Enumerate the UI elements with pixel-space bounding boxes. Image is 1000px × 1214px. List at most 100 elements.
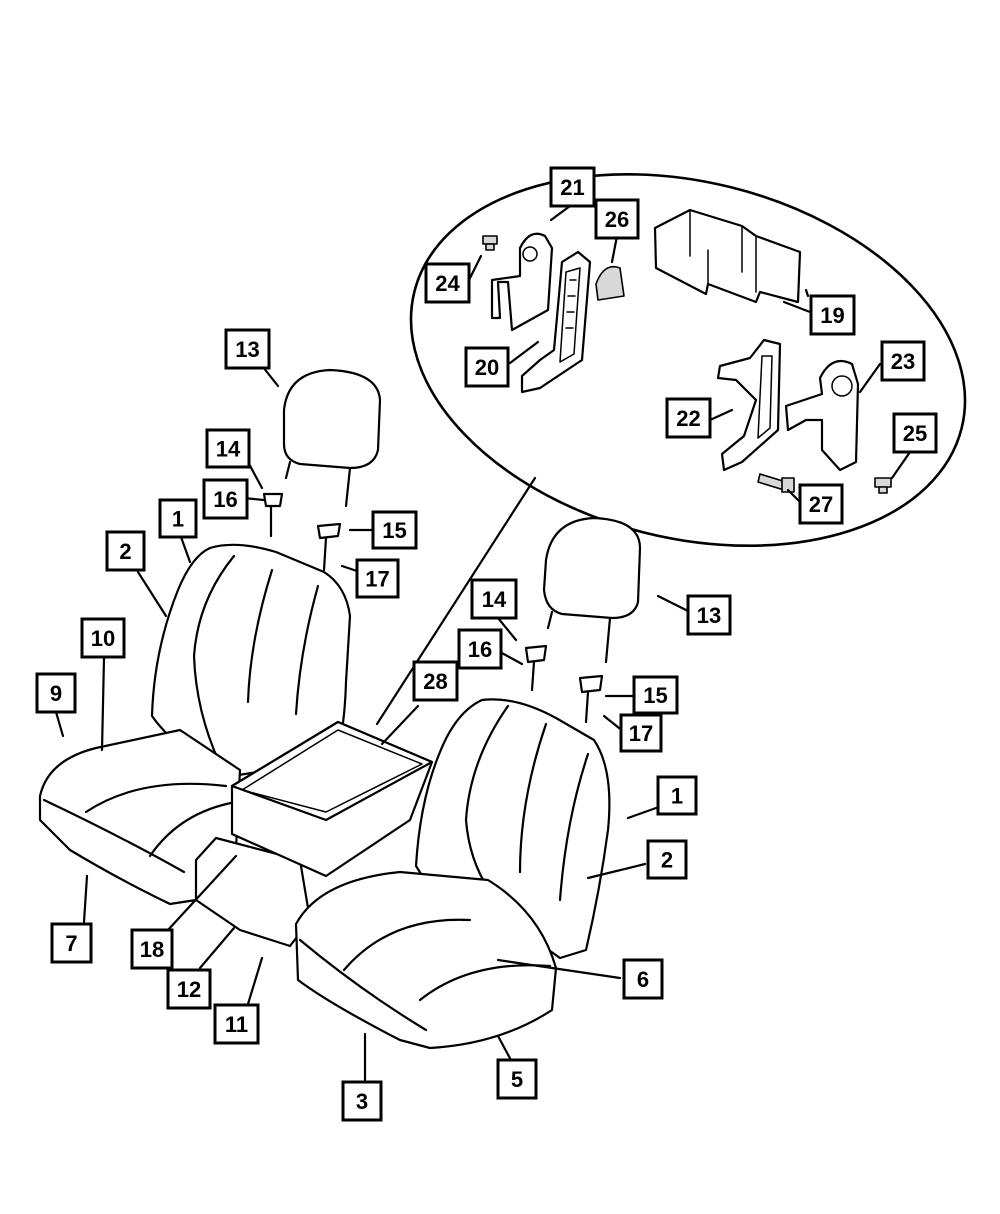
- part-27-bolt: [757, 473, 795, 493]
- callout-box: [166, 968, 212, 1010]
- callout-box: [594, 198, 640, 240]
- callout-2: 2: [646, 839, 688, 880]
- callout-box: [686, 594, 732, 636]
- callout-box: [202, 478, 249, 520]
- part-22-track: [716, 338, 782, 472]
- callout-number: 28: [423, 669, 447, 694]
- callout-number: 19: [820, 303, 844, 328]
- callout-17: 17: [355, 558, 400, 599]
- callout-14: 14: [470, 578, 518, 620]
- callout-box: [371, 510, 418, 550]
- callout-number: 1: [172, 507, 184, 532]
- callout-11: 11: [213, 1003, 260, 1045]
- callout-number: 15: [643, 683, 667, 708]
- callout-box: [622, 958, 664, 1000]
- guides-left: [262, 492, 342, 572]
- callout-number: 20: [475, 355, 499, 380]
- leader-lines: [54, 204, 912, 1082]
- guides-right: [524, 644, 604, 724]
- callout-number: 23: [891, 349, 915, 374]
- callout-number: 27: [809, 492, 833, 517]
- callout-box: [880, 340, 926, 382]
- callout-5: 5: [496, 1058, 538, 1100]
- part-20-track: [520, 250, 592, 394]
- headrest-right: [542, 516, 642, 664]
- callout-12: 12: [166, 968, 212, 1010]
- callout-box: [464, 346, 510, 388]
- callout-number: 9: [50, 681, 62, 706]
- callout-27: 27: [798, 483, 844, 525]
- callout-19: 19: [809, 294, 856, 336]
- armrest-lid: [230, 720, 434, 878]
- callout-box: [809, 294, 856, 336]
- part-25-screw: [874, 477, 892, 494]
- callout-number: 10: [91, 626, 115, 651]
- callout-number: 16: [213, 487, 237, 512]
- callout-number: 18: [140, 937, 164, 962]
- callout-2: 2: [105, 530, 146, 572]
- callout-box: [619, 713, 663, 753]
- callout-box: [424, 262, 471, 304]
- callout-16: 16: [457, 628, 503, 670]
- callout-number: 17: [365, 567, 389, 592]
- callout-24: 24: [424, 262, 471, 304]
- callout-box: [892, 412, 938, 454]
- callout-13: 13: [686, 594, 732, 636]
- callout-box: [470, 578, 518, 620]
- part-23-cover: [784, 360, 860, 472]
- callout-box: [130, 928, 174, 970]
- callout-box: [105, 530, 146, 572]
- callout-14: 14: [205, 428, 251, 469]
- callout-box: [205, 428, 251, 469]
- part-21-cover: [490, 232, 554, 332]
- callout-15: 15: [632, 675, 679, 715]
- callout-25: 25: [892, 412, 938, 454]
- callout-17: 17: [619, 713, 663, 753]
- callout-box: [496, 1058, 538, 1100]
- callout-26: 26: [594, 198, 640, 240]
- callout-number: 22: [676, 406, 700, 431]
- callout-box: [632, 675, 679, 715]
- callout-number: 6: [637, 967, 649, 992]
- callout-box: [646, 839, 688, 880]
- callout-box: [798, 483, 844, 525]
- callout-number: 24: [435, 271, 460, 296]
- seatback-left: [150, 543, 352, 780]
- callout-box: [35, 672, 77, 714]
- callout-box: [341, 1080, 383, 1122]
- headrest-left: [282, 368, 382, 508]
- part-24-screw: [482, 235, 498, 251]
- callout-number: 13: [697, 603, 721, 628]
- callout-box: [50, 922, 93, 964]
- callout-number: 12: [177, 977, 201, 1002]
- callout-13: 13: [224, 328, 271, 370]
- callout-number: 7: [65, 931, 77, 956]
- callout-number: 13: [235, 337, 259, 362]
- callout-number: 16: [468, 637, 492, 662]
- callout-number: 15: [382, 518, 406, 543]
- callout-box: [665, 397, 712, 439]
- callout-box: [549, 166, 596, 208]
- callout-1: 1: [656, 775, 698, 816]
- callout-box: [80, 617, 126, 659]
- callout-1: 1: [158, 498, 198, 539]
- callout-3: 3: [341, 1080, 383, 1122]
- callout-box: [224, 328, 271, 370]
- callout-number: 21: [560, 175, 584, 200]
- callout-23: 23: [880, 340, 926, 382]
- callout-number: 17: [629, 721, 653, 746]
- callout-box: [656, 775, 698, 816]
- callout-number: 11: [225, 1012, 248, 1037]
- callout-labels: 1122356791011121313141415151616171718192…: [35, 166, 938, 1122]
- callout-box: [158, 498, 198, 539]
- callout-number: 14: [216, 437, 241, 462]
- callout-7: 7: [50, 922, 93, 964]
- detail-ellipse: [375, 173, 967, 726]
- callout-28: 28: [412, 660, 459, 702]
- callout-15: 15: [371, 510, 418, 550]
- callout-number: 3: [356, 1089, 368, 1114]
- detail-parts: [482, 208, 892, 494]
- callout-16: 16: [202, 478, 249, 520]
